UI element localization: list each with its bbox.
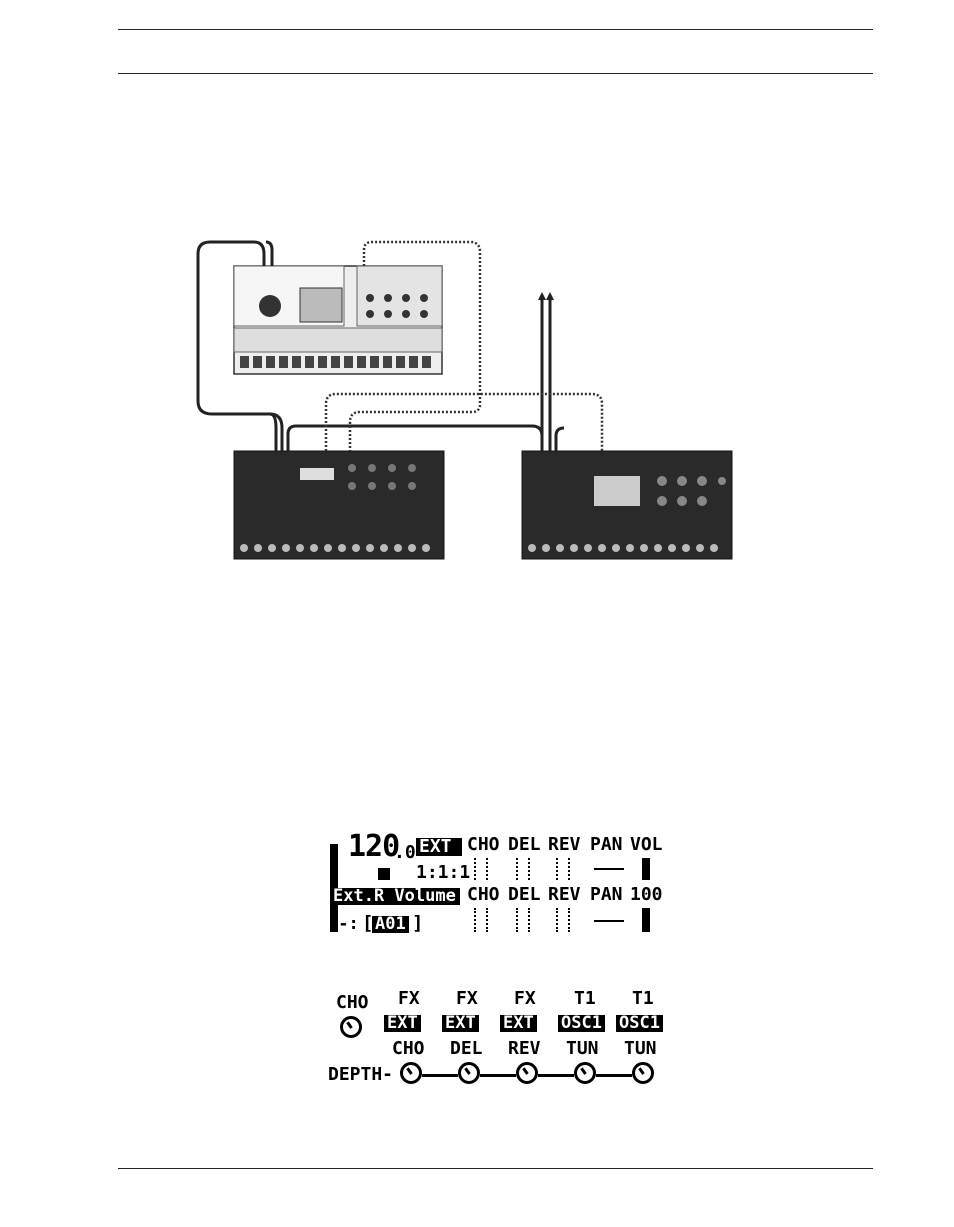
footer-rule: [118, 1168, 873, 1169]
tempo-value: 120: [348, 832, 399, 862]
bottom-left-device-illustration: [234, 451, 444, 559]
destination-4: OSC1: [558, 1015, 605, 1032]
tempo-decimal: .0: [394, 844, 416, 862]
left-label: CHO: [336, 994, 369, 1012]
connection-diagram: [192, 236, 752, 566]
top-label-5: VOL: [630, 836, 663, 854]
depth-knob-3-icon: [516, 1062, 538, 1084]
param-3: REV: [508, 1040, 541, 1058]
param-5: TUN: [624, 1040, 657, 1058]
bottom-right-device-illustration: [522, 451, 732, 559]
bottom-label-5: 100: [630, 886, 663, 904]
cho-knob-icon: [340, 1016, 362, 1038]
bottom-label-3: REV: [548, 886, 581, 904]
destination-3: EXT: [500, 1015, 537, 1032]
param-1: CHO: [392, 1040, 425, 1058]
top-label-4: PAN: [590, 836, 623, 854]
row-label: DEPTH-: [328, 1066, 393, 1084]
pan-indicator-top: [594, 868, 624, 870]
depth-knob-4-icon: [574, 1062, 596, 1084]
header-bottom-rule: [118, 73, 873, 74]
destination-2: EXT: [442, 1015, 479, 1032]
lcd-screen-main: 120 .0 EXT 1:1:1 CHO DEL REV PAN VOL Ext…: [328, 832, 668, 936]
source-4: T1: [574, 990, 596, 1008]
param-2: DEL: [450, 1040, 483, 1058]
source-2: FX: [456, 990, 478, 1008]
top-label-2: DEL: [508, 836, 541, 854]
sequencer-position: 1:1:1: [416, 864, 470, 882]
header-top-rule: [118, 29, 873, 30]
pan-indicator-bottom: [594, 920, 624, 922]
clock-mode-badge: EXT: [416, 838, 462, 856]
source-1: FX: [398, 990, 420, 1008]
destination-1: EXT: [384, 1015, 421, 1032]
bottom-label-2: DEL: [508, 886, 541, 904]
bottom-label-4: PAN: [590, 886, 623, 904]
lcd-screen-modulation: CHO FX FX FX T1 T1 EXT EXT EXT OSC1 OSC1…: [326, 988, 670, 1088]
bottom-label-1: CHO: [467, 886, 500, 904]
depth-knob-5-icon: [632, 1062, 654, 1084]
stop-indicator: [378, 868, 390, 880]
top-device-illustration: [234, 266, 442, 374]
volume-meter-top: [642, 858, 650, 880]
source-3: FX: [514, 990, 536, 1008]
slot-prefix: --:: [328, 916, 359, 933]
param-4: TUN: [566, 1040, 599, 1058]
depth-knob-1-icon: [400, 1062, 422, 1084]
destination-5: OSC1: [616, 1015, 663, 1032]
top-label-3: REV: [548, 836, 581, 854]
slot-bracket-close: ]: [412, 914, 423, 933]
volume-meter-bottom: [642, 908, 650, 932]
pattern-slot-badge: A01: [372, 916, 409, 933]
top-label-1: CHO: [467, 836, 500, 854]
depth-knob-2-icon: [458, 1062, 480, 1084]
source-5: T1: [632, 990, 654, 1008]
parameter-name-badge: Ext.R Volume: [330, 888, 460, 905]
